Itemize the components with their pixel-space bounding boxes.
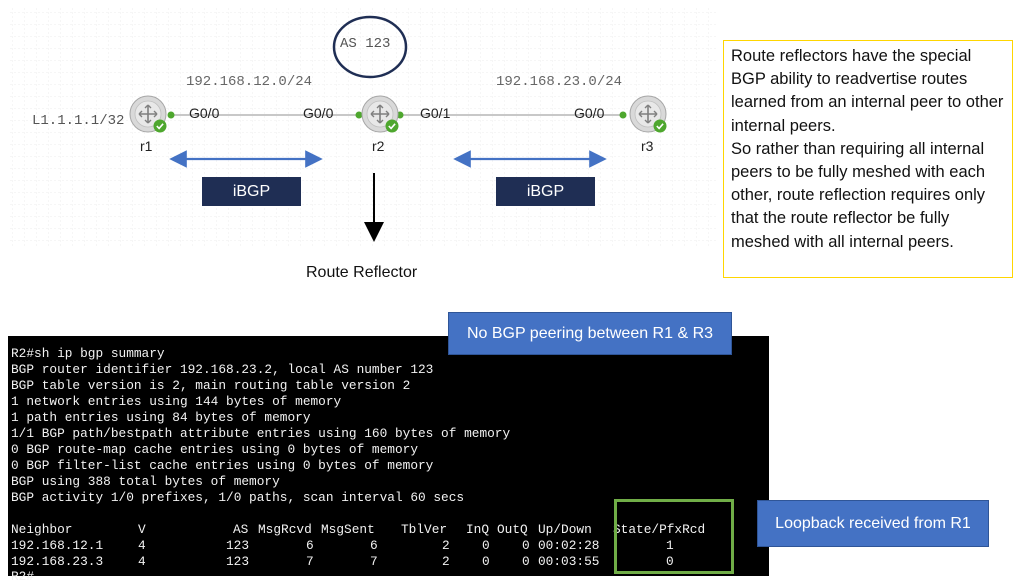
terminal-line: BGP activity 1/0 prefixes, 1/0 paths, sc… [11,490,465,505]
table-cell-tblver: 2 [442,554,450,569]
note-paragraph-2: So rather than requiring all internal pe… [731,139,986,251]
table-cell-state: 1 [666,538,674,553]
terminal-prompt[interactable]: R2# [11,569,35,584]
note-paragraph-1: Route reflectors have the special BGP ab… [731,47,1004,135]
loopback-label: L1.1.1.1/32 [32,113,125,129]
table-cell-tblver: 2 [442,538,450,553]
topology-diagram [8,8,718,248]
link-dot [167,111,175,119]
table-header: TblVer [401,522,448,537]
table-header: State/PfxRcd [613,522,706,537]
terminal-line: 1 path entries using 84 bytes of memory [11,410,311,425]
table-header: AS [233,522,249,537]
router-icon-r3[interactable] [629,95,668,134]
router-icon-r1[interactable] [129,95,168,134]
ibgp-label-right: iBGP [496,177,595,206]
subnet-right: 192.168.23.0/24 [496,74,623,90]
table-header: Up/Down [538,522,592,537]
state-pfxrcd-highlight [614,499,734,574]
table-cell-as: 123 [226,538,250,553]
table-header: InQ [466,522,490,537]
table-cell-updown: 00:03:55 [538,554,600,569]
table-header: V [138,522,146,537]
table-cell-inq: 0 [482,538,490,553]
grid-background [8,8,718,248]
terminal-line: BGP router identifier 192.168.23.2, loca… [11,362,434,377]
table-cell-neighbor: 192.168.12.1 [11,538,104,553]
terminal-line: 0 BGP filter-list cache entries using 0 … [11,458,434,473]
table-cell-msgrcvd: 7 [306,554,314,569]
r1-interface-label: G0/0 [189,105,220,121]
router-label-r1: r1 [140,138,153,154]
table-header: Neighbor [11,522,73,537]
terminal-line: 1/1 BGP path/bestpath attribute entries … [11,426,511,441]
table-cell-updown: 00:02:28 [538,538,600,553]
terminal-line: R2#sh ip bgp summary [11,346,165,361]
route-reflector-label: Route Reflector [306,264,418,281]
table-cell-neighbor: 192.168.23.3 [11,554,104,569]
table-cell-outq: 0 [522,554,530,569]
r3-interface-label: G0/0 [574,105,605,121]
table-cell-inq: 0 [482,554,490,569]
table-header: MsgRcvd [258,522,312,537]
terminal-line: BGP table version is 2, main routing tab… [11,378,411,393]
ibgp-label-left: iBGP [202,177,301,206]
table-header: OutQ [497,522,528,537]
loopback-received-callout: Loopback received from R1 [757,500,989,547]
router-icon-r2[interactable] [361,95,400,134]
router-label-r3: r3 [641,138,654,154]
table-cell-msgsent: 7 [370,554,378,569]
table-header: MsgSent [321,522,375,537]
link-dot [619,111,627,119]
r2-interface-right-label: G0/1 [420,105,451,121]
router-label-r2: r2 [372,138,385,154]
link-dot [355,111,363,119]
terminal-output: R2#sh ip bgp summary BGP router identifi… [8,336,769,584]
no-peering-callout: No BGP peering between R1 & R3 [448,312,732,355]
as-circle [332,15,408,79]
table-cell-v: 4 [138,538,146,553]
table-cell-v: 4 [138,554,146,569]
table-cell-outq: 0 [522,538,530,553]
table-cell-state: 0 [666,554,674,569]
table-cell-as: 123 [226,554,250,569]
terminal-line: 0 BGP route-map cache entries using 0 by… [11,442,419,457]
table-cell-msgrcvd: 6 [306,538,314,553]
r2-interface-left-label: G0/0 [303,105,334,121]
route-reflector-note: Route reflectors have the special BGP ab… [723,40,1013,278]
subnet-left: 192.168.12.0/24 [186,74,313,90]
table-cell-msgsent: 6 [370,538,378,553]
terminal-line: BGP using 388 total bytes of memory [11,474,280,489]
terminal-line: 1 network entries using 144 bytes of mem… [11,394,342,409]
as-label: AS 123 [340,36,391,52]
